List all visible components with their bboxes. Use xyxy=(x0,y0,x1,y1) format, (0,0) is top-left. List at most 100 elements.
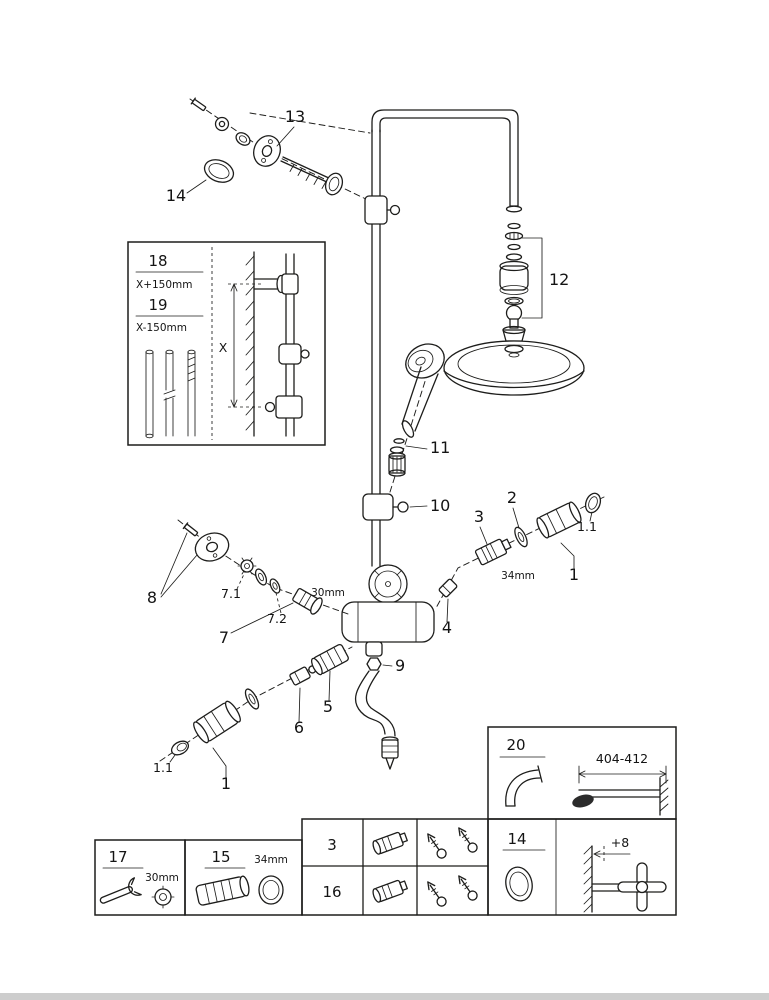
elbow-fitting-part xyxy=(292,588,323,615)
shower-hose xyxy=(354,670,399,770)
seal-ring-1-1 xyxy=(584,492,602,514)
thermometer-icon xyxy=(427,833,447,859)
callout-1-left: 1 xyxy=(221,774,231,793)
wall-union-sketch xyxy=(253,273,299,295)
callout-4: 4 xyxy=(442,618,452,637)
dim-34mm: 34mm xyxy=(501,570,535,582)
spout-icon xyxy=(505,765,543,807)
riser-and-arm xyxy=(364,109,523,567)
right-inlet-group: 1.1 1 2 34mm 3 4 xyxy=(435,488,605,637)
star-washer-part xyxy=(240,559,254,573)
height-inset-box: 18 X+150mm 19 X-150mm xyxy=(127,241,326,446)
box316-row1-label: 3 xyxy=(327,836,337,854)
hand-shower-group: 11 10 xyxy=(362,343,450,521)
filter-part-4 xyxy=(438,578,458,598)
left-union-group: 30mm 8 7.1 7.2 7 xyxy=(147,519,349,647)
callout-2: 2 xyxy=(507,488,517,507)
inset-dim-18: X+150mm xyxy=(136,279,193,291)
cap-part-1-1 xyxy=(170,740,190,756)
cartridge-part-5 xyxy=(310,643,349,676)
valve-outlet xyxy=(365,641,383,657)
s-union-part-1 xyxy=(536,501,582,539)
arm-dimension: 404-412 xyxy=(572,751,669,816)
threaded-rod-part xyxy=(282,156,332,180)
box14-dim: +8 xyxy=(611,835,629,850)
escutcheon-part xyxy=(324,172,344,196)
escutcheon-ring-14 xyxy=(203,159,235,183)
washer-part-2 xyxy=(514,526,528,548)
inset-dim-19: X-150mm xyxy=(136,322,187,334)
callout-9: 9 xyxy=(395,656,405,675)
washer-ring-part xyxy=(244,688,260,710)
shower-head xyxy=(443,340,585,396)
thermometer-icon xyxy=(458,875,478,901)
callout-1-1-left: 1.1 xyxy=(153,760,173,775)
inset-item-18: 18 xyxy=(148,252,167,270)
callout-5: 5 xyxy=(323,697,333,716)
callout-11: 11 xyxy=(430,438,450,457)
box316-row2-label: 16 xyxy=(322,883,341,901)
screw-part xyxy=(182,522,199,537)
s-union-part-1-left xyxy=(193,700,241,744)
coupling-icon-row2 xyxy=(372,879,408,903)
callout-1-right: 1 xyxy=(569,565,579,584)
glider-sketch xyxy=(278,343,302,365)
thermometer-icon xyxy=(427,881,447,907)
wall-flange-part xyxy=(253,135,281,167)
callout-13: 13 xyxy=(285,107,305,126)
box15-label: 15 xyxy=(211,848,230,866)
thermostat-valve-group: 9 xyxy=(341,564,435,770)
nut-part-icon xyxy=(154,888,172,906)
footer-bar xyxy=(0,993,769,1000)
box14-label: 14 xyxy=(507,830,526,848)
box15-dim: 34mm xyxy=(254,854,288,866)
callout-3: 3 xyxy=(474,507,484,526)
wrench-icon xyxy=(99,877,142,904)
sleeve-part-icon xyxy=(195,875,250,906)
bottom-left-inlet-group: 1.1 1 6 5 xyxy=(153,643,353,793)
callout-1-1-right: 1.1 xyxy=(577,519,597,534)
detail-box-3-16: 3 16 xyxy=(301,818,489,916)
box17-label: 17 xyxy=(108,848,127,866)
wall-union-group: 13 14 xyxy=(166,97,371,205)
check-valve-part-3 xyxy=(474,538,512,566)
valve-body xyxy=(341,601,435,643)
callout-6: 6 xyxy=(294,718,304,737)
pipe-variants xyxy=(145,349,196,439)
detail-box-14: 14 +8 xyxy=(487,818,677,916)
callout-12: 12 xyxy=(549,270,569,289)
ring-part-icon xyxy=(258,875,284,905)
cone-nut-part-11 xyxy=(388,452,406,477)
callout-7: 7 xyxy=(219,628,229,647)
dim-30mm: 30mm xyxy=(311,587,345,599)
x-dimension: X xyxy=(219,283,262,408)
wall-offset-drawing: +8 xyxy=(583,835,667,913)
gasket-part xyxy=(214,116,230,132)
head-shower-group: 12 xyxy=(443,222,585,396)
hose-nut-9 xyxy=(366,657,382,671)
arm-joint-parts-12 xyxy=(499,222,529,342)
detail-box-17: 17 30mm xyxy=(94,839,186,916)
detail-box-15: 15 34mm xyxy=(184,839,303,916)
inset-item-19: 19 xyxy=(148,296,167,314)
detail-box-20: 20 404-412 xyxy=(487,726,677,820)
glide-element-10 xyxy=(362,493,409,521)
coupling-icon-row1 xyxy=(372,831,408,855)
bracket-12 xyxy=(521,237,543,319)
diverter-tee xyxy=(364,195,388,225)
callout-7-2: 7.2 xyxy=(267,611,287,626)
thermometer-icon xyxy=(458,827,478,853)
callout-14-top: 14 xyxy=(166,186,186,205)
aerator-part-6 xyxy=(289,665,317,686)
callout-7-1: 7.1 xyxy=(221,586,241,601)
union-escutcheon-8 xyxy=(194,532,230,562)
inset-dim-x: X xyxy=(219,340,228,355)
escutcheon-icon xyxy=(505,866,533,902)
box17-dim: 30mm xyxy=(145,872,179,884)
hand-shower xyxy=(401,343,445,438)
box20-dim: 404-412 xyxy=(596,751,648,766)
diverter-knob xyxy=(389,204,401,216)
callout-10: 10 xyxy=(430,496,450,515)
